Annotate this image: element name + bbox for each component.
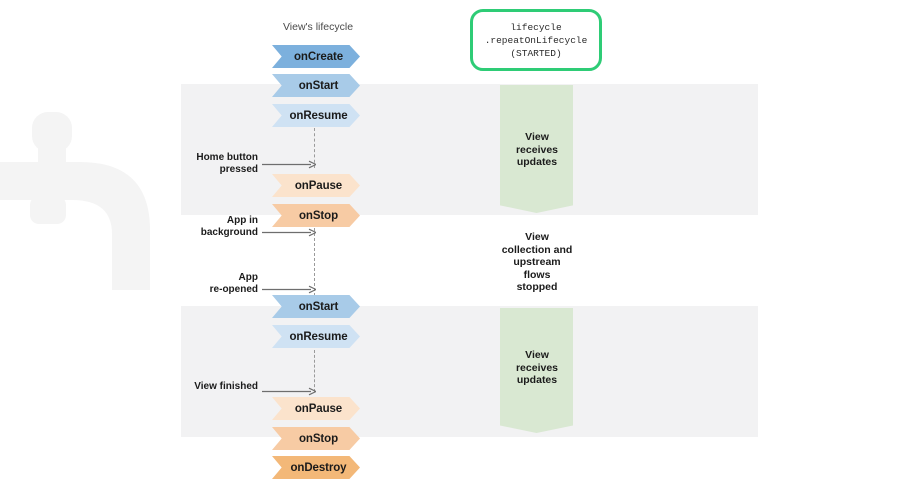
lifecycle-event-label: onResume bbox=[289, 109, 348, 122]
trigger-label: View finished bbox=[194, 381, 258, 392]
lifeline-segment-3 bbox=[314, 350, 315, 392]
lifecycle-event-label: onPause bbox=[294, 179, 343, 192]
repeat-on-lifecycle-code-box: lifecycle.repeatOnLifecycle(STARTED) bbox=[470, 9, 602, 71]
lifecycle-event-onstart-5: onStart bbox=[272, 295, 360, 318]
view-receives-updates-column-2 bbox=[500, 308, 573, 433]
active-state-band-2 bbox=[181, 306, 758, 437]
lifecycle-event-label: onStop bbox=[299, 209, 338, 222]
lifecycle-event-onstart-1: onStart bbox=[272, 74, 360, 97]
views-lifecycle-header: View's lifecycle bbox=[282, 21, 354, 33]
active-state-band-1 bbox=[181, 84, 758, 215]
lifecycle-event-ondestroy-9: onDestroy bbox=[272, 456, 360, 479]
lifecycle-event-label: onStart bbox=[298, 79, 339, 92]
lifeline-segment-2 bbox=[314, 228, 315, 296]
lifecycle-event-label: onStart bbox=[298, 300, 339, 313]
view-receives-updates-column-1 bbox=[500, 85, 573, 213]
lifecycle-event-onpause-3: onPause bbox=[272, 174, 360, 197]
trigger-arrow-icon bbox=[262, 160, 316, 169]
trigger-arrow-icon bbox=[262, 228, 316, 237]
lifecycle-event-onresume-6: onResume bbox=[272, 325, 360, 348]
faucet-watermark-icon bbox=[0, 112, 150, 290]
lifecycle-event-label: onDestroy bbox=[290, 461, 347, 474]
lifecycle-event-label: onCreate bbox=[293, 50, 344, 63]
lifecycle-event-label: onResume bbox=[289, 330, 348, 343]
lifecycle-event-label: onStop bbox=[299, 432, 338, 445]
lifecycle-event-oncreate-0: onCreate bbox=[272, 45, 360, 68]
trigger-arrow-icon bbox=[262, 387, 316, 396]
lifecycle-event-label: onPause bbox=[294, 402, 343, 415]
trigger-arrow-icon bbox=[262, 285, 316, 294]
repeat-on-lifecycle-code-text: lifecycle.repeatOnLifecycle(STARTED) bbox=[484, 21, 588, 59]
lifecycle-event-onresume-2: onResume bbox=[272, 104, 360, 127]
lifecycle-event-onstop-4: onStop bbox=[272, 204, 360, 227]
lifecycle-event-onstop-8: onStop bbox=[272, 427, 360, 450]
lifeline-segment-1 bbox=[314, 128, 315, 168]
lifecycle-event-onpause-7: onPause bbox=[272, 397, 360, 420]
